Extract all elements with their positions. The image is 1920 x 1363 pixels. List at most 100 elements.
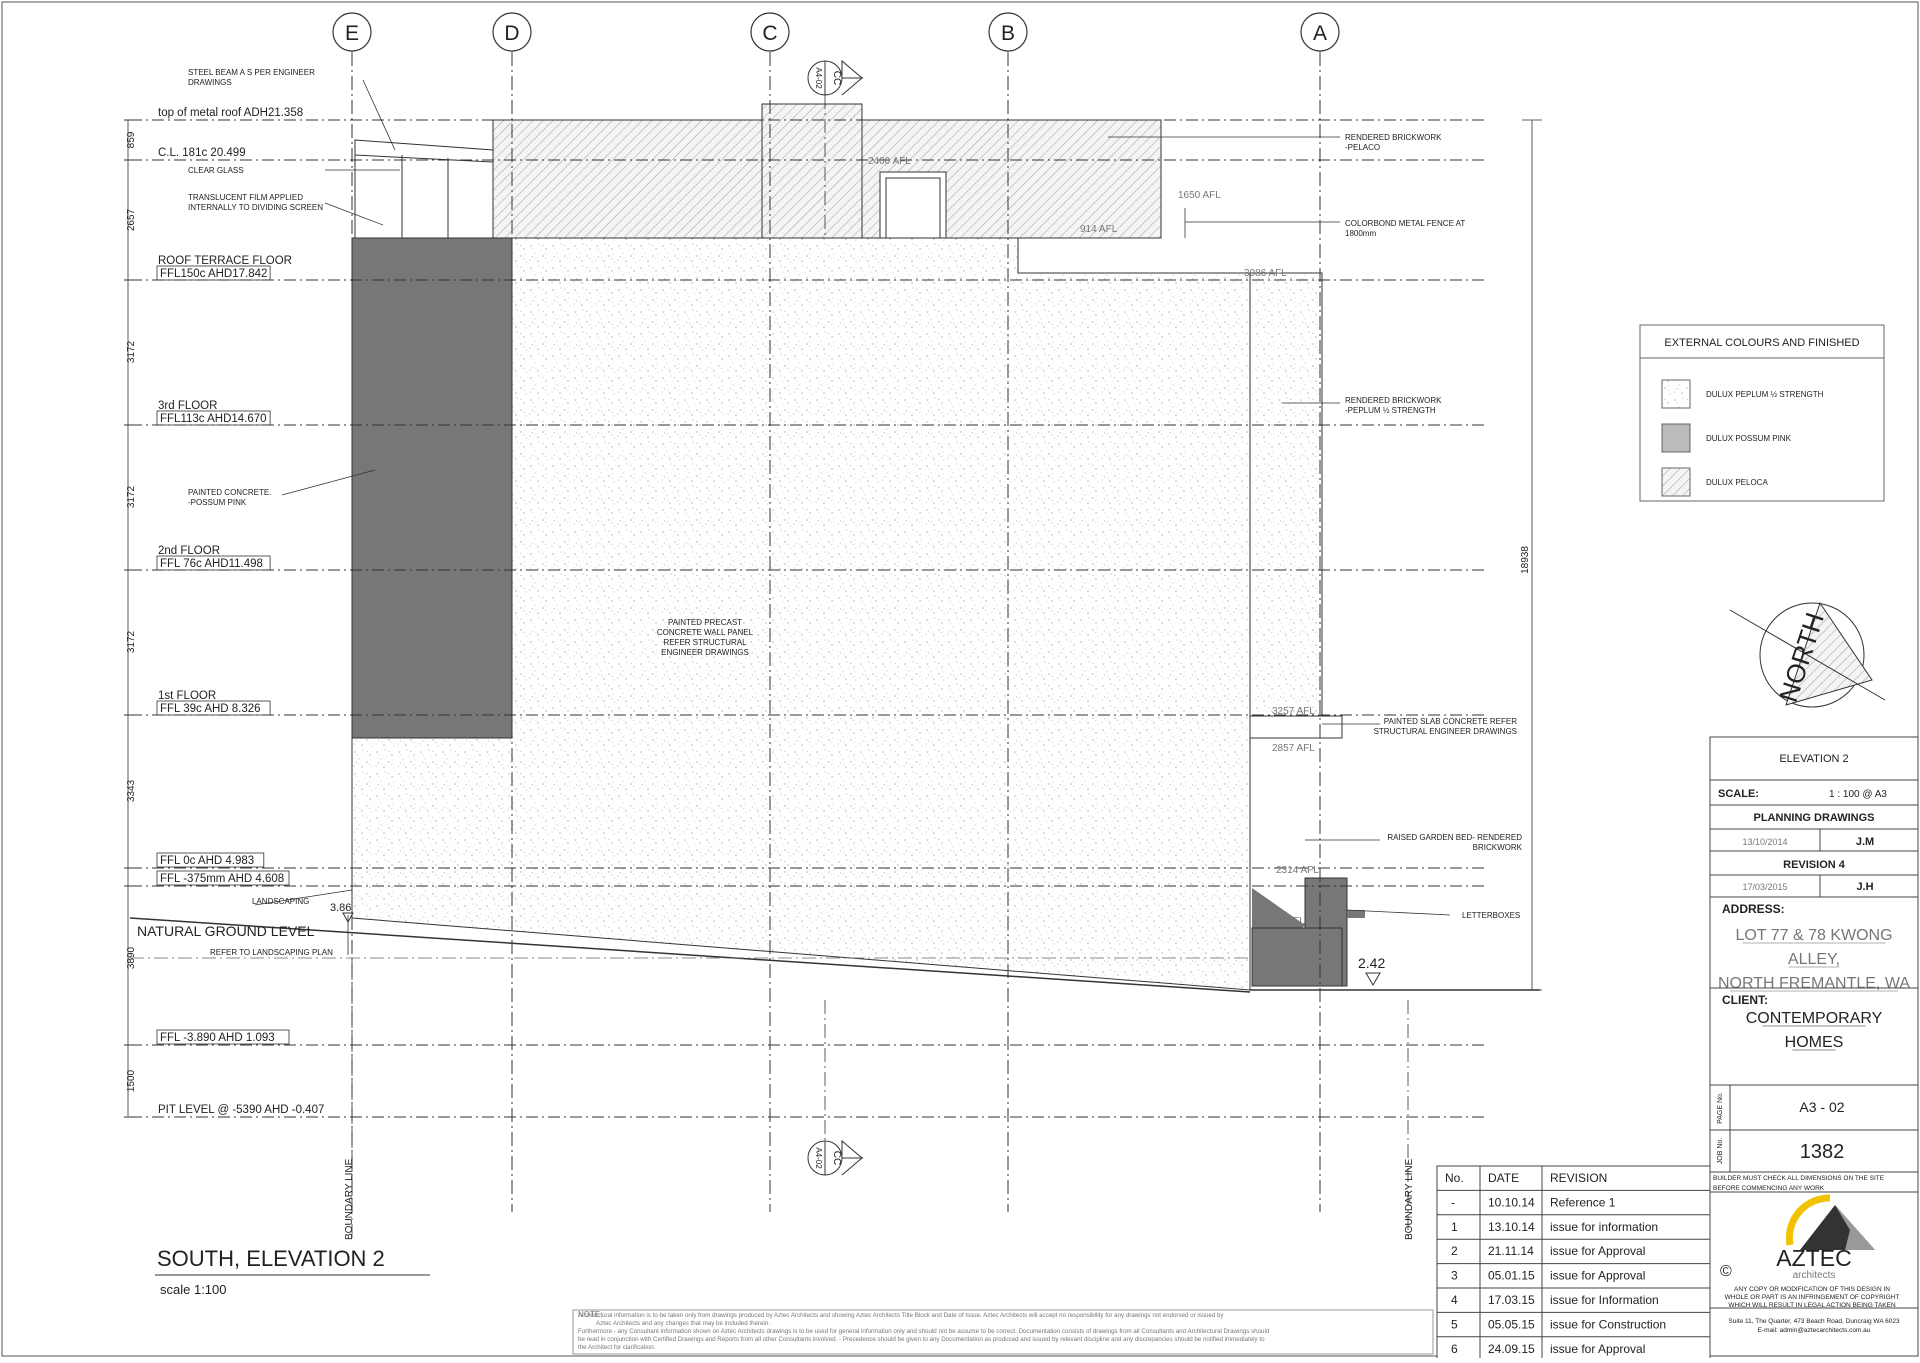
level-value: FFL -375mm AHD 4.608 xyxy=(160,873,284,885)
revision-label: REVISION 4 xyxy=(1783,859,1846,871)
height-dimension: 3172 xyxy=(126,485,137,508)
rl-right: 2.42 xyxy=(1358,955,1385,971)
level-value: FFL150c AHD17.842 xyxy=(160,268,267,280)
revision-cell: 05.05.15 xyxy=(1488,1317,1535,1331)
note-steel-beam: DRAWINGS xyxy=(188,78,232,87)
note-raised-garden: BRICKWORK xyxy=(1473,843,1523,852)
planning-date: 13/10/2014 xyxy=(1742,837,1787,847)
note-raised-garden: RAISED GARDEN BED- RENDERED xyxy=(1387,833,1522,842)
legend-title: EXTERNAL COLOURS AND FINISHED xyxy=(1664,337,1859,349)
afl-dimension: 914 AFL xyxy=(1080,224,1118,235)
boundary-line-left: BOUNDARY LINE xyxy=(344,1158,355,1240)
address-line: ALLEY, xyxy=(1788,951,1840,968)
note-landscaping-plan: REFER TO LANDSCAPING PLAN xyxy=(210,948,333,957)
level-value: FFL 0c AHD 4.983 xyxy=(160,855,254,867)
revision-cell: issue for Information xyxy=(1550,1293,1659,1307)
grid-label-a: A xyxy=(1313,22,1327,45)
level-value: FFL -3.890 AHD 1.093 xyxy=(160,1032,275,1044)
section-marker-top: CC A4-02 xyxy=(807,59,864,96)
revision-cell: 4 xyxy=(1451,1293,1458,1307)
afl-dimension: 3086 AFL xyxy=(1244,268,1287,279)
finishes-legend: EXTERNAL COLOURS AND FINISHED DULUX PEPL… xyxy=(1639,324,1885,502)
level-label: PIT LEVEL @ -5390 AHD -0.407 xyxy=(158,1104,324,1116)
note-brickwork-peplum: RENDERED BRICKWORK xyxy=(1345,396,1442,405)
grid-bubble-a xyxy=(1300,12,1340,52)
client-label: CLIENT: xyxy=(1722,993,1768,1007)
drawing-scale: scale 1:100 xyxy=(160,1282,227,1297)
copyright-note: WHICH WILL RESULT IN LEGAL ACTION BEING … xyxy=(1728,1302,1896,1309)
grid-bubble-d xyxy=(492,12,532,52)
page-label: PAGE No. xyxy=(1717,1092,1724,1124)
aztec-logo-icon xyxy=(1785,1194,1831,1246)
general-note: NOTE: Architectural information is to be… xyxy=(572,1309,1434,1355)
afl-dimension: 2400 AFL xyxy=(868,156,911,167)
legend-item-peloca: DULUX PELOCA xyxy=(1706,478,1768,487)
revision-cell: 2 xyxy=(1451,1244,1458,1258)
planning-by: J.M xyxy=(1856,836,1874,848)
client-line: CONTEMPORARY xyxy=(1746,1010,1883,1027)
grid-label-e: E xyxy=(345,22,359,45)
copyright-note: WHOLE OR PART IS AN INFRINGEMENT OF COPY… xyxy=(1725,1294,1900,1301)
note-brickwork-peplum: -PEPLUM ½ STRENGTH xyxy=(1345,406,1436,415)
note-letterboxes: LETTERBOXES xyxy=(1462,911,1520,920)
planning-label: PLANNING DRAWINGS xyxy=(1754,812,1875,824)
revision-by: J.H xyxy=(1856,881,1873,893)
note-precast-panel: ENGINEER DRAWINGS xyxy=(661,648,749,657)
note-natural-ground-level: NATURAL GROUND LEVEL xyxy=(137,923,315,939)
note-line: be read in conjunction with Certified Dr… xyxy=(578,1336,1265,1343)
level-value: FFL 39c AHD 8.326 xyxy=(160,703,261,715)
revision-cell: 3 xyxy=(1451,1269,1458,1283)
level-value: FFL113c AHD14.670 xyxy=(160,413,267,425)
revision-cell: issue for Approval xyxy=(1550,1342,1645,1356)
north-arrow-icon: NORTH xyxy=(1729,601,1886,708)
note-painted-slab: STRUCTURAL ENGINEER DRAWINGS xyxy=(1374,727,1517,736)
scale-label: SCALE: xyxy=(1718,788,1759,800)
possum-pink-wall xyxy=(351,237,513,739)
level-label: 2nd FLOOR xyxy=(158,545,220,557)
ground-line xyxy=(129,917,1251,993)
builder-note: BUILDER MUST CHECK ALL DIMENSIONS ON THE… xyxy=(1713,1175,1885,1182)
svg-text:CC: CC xyxy=(831,1151,842,1165)
height-dimension: 1500 xyxy=(126,1069,137,1092)
revision-cell: 1 xyxy=(1451,1220,1458,1234)
section-marker-bottom: CC A4-02 xyxy=(807,1139,864,1176)
afl-dimension: 3257 AFL xyxy=(1272,706,1315,717)
address-line: LOT 77 & 78 KWONG xyxy=(1735,927,1892,944)
revision-cell: issue for Approval xyxy=(1550,1244,1645,1258)
note-line: Furthermore - any Consultant information… xyxy=(578,1328,1270,1335)
note-colorbond-fence: COLORBOND METAL FENCE AT xyxy=(1345,219,1465,228)
address-line: NORTH FREMANTLE, WA xyxy=(1718,975,1910,992)
overall-height-dimension: 18938 xyxy=(1520,546,1531,574)
height-dimension: 859 xyxy=(126,131,137,148)
grid-bubble-e xyxy=(332,12,372,52)
revision-cell: 21.11.14 xyxy=(1488,1244,1534,1258)
copyright-symbol: © xyxy=(1720,1263,1732,1280)
note-precast-panel: CONCRETE WALL PANEL xyxy=(657,628,754,637)
grid-label-c: C xyxy=(762,22,777,45)
note-steel-beam: STEEL BEAM A S PER ENGINEER xyxy=(188,68,315,77)
revision-cell: Reference 1 xyxy=(1550,1195,1616,1209)
note-translucent-film: INTERNALLY TO DIVIDING SCREEN xyxy=(188,203,323,212)
height-dimension: 2657 xyxy=(126,208,137,231)
svg-text:NOTE:: NOTE: xyxy=(578,1310,602,1319)
note-translucent-film: TRANSLUCENT FILM APPLIED xyxy=(188,193,303,202)
logo-subtitle: architects xyxy=(1793,1270,1836,1281)
contact-line: E-mail: admin@aztecarchitects.com.au xyxy=(1758,1327,1871,1334)
revision-cell: 6 xyxy=(1451,1342,1458,1356)
note-brickwork-pelaco: -PELACO xyxy=(1345,143,1380,152)
level-label: top of metal roof ADH21.358 xyxy=(158,107,303,119)
grid-label-b: B xyxy=(1001,22,1015,45)
height-dimension: 3172 xyxy=(126,340,137,363)
job-value: 1382 xyxy=(1800,1141,1845,1163)
boundary-line-right: BOUNDARY LINE xyxy=(1404,1158,1415,1240)
builder-note: BEFORE COMMENCING ANY WORK xyxy=(1713,1185,1825,1192)
elevation-name: ELEVATION 2 xyxy=(1779,753,1848,765)
svg-text:A4-02: A4-02 xyxy=(814,67,823,89)
scale-value: 1 : 100 @ A3 xyxy=(1829,789,1887,800)
note-brickwork-pelaco: RENDERED BRICKWORK xyxy=(1345,133,1442,142)
note-landscaping: LANDSCAPING xyxy=(252,897,309,906)
revision-cell: 24.09.15 xyxy=(1488,1342,1535,1356)
revision-cell: issue for Approval xyxy=(1550,1269,1645,1283)
job-label: JOB No. xyxy=(1717,1138,1724,1165)
